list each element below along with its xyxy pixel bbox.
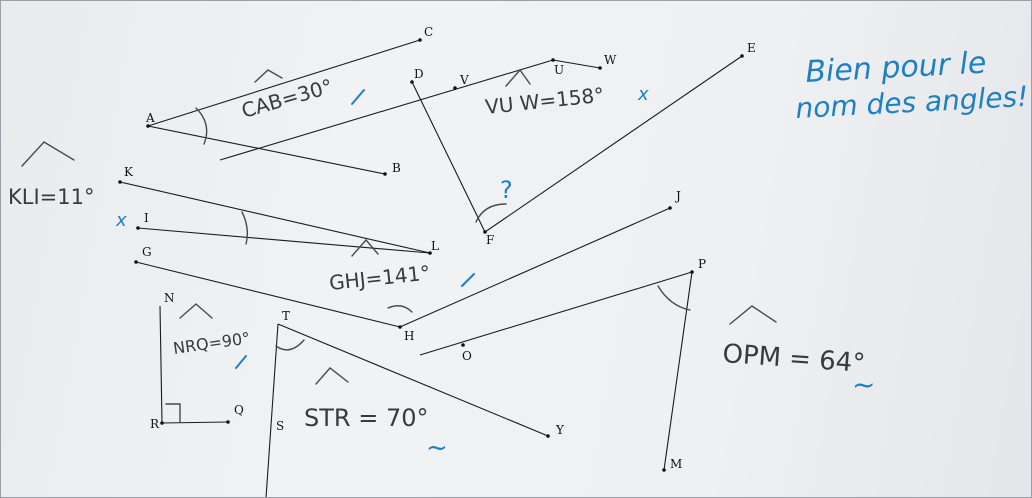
point-label-u: U [554, 63, 564, 77]
point-label-o: O [462, 349, 472, 363]
segment-pm [663, 271, 693, 471]
point-label-s: S [276, 419, 284, 433]
point-label-e: E [747, 41, 756, 55]
point-label-n: N [164, 291, 175, 305]
annotation-ghj: GHJ=141° [328, 261, 431, 295]
segment-gh [135, 261, 401, 328]
point-label-r: R [150, 417, 160, 431]
point-label-v: V [459, 73, 469, 87]
annotation-kli: KLI=11° [8, 185, 94, 209]
segment-ty [277, 323, 549, 437]
point-label-h: H [404, 329, 414, 343]
mark-cross-kli: x [115, 210, 127, 231]
segment-uw [552, 59, 601, 69]
segment-ac [147, 39, 421, 127]
annotation-cab: CAB=30° [239, 74, 336, 123]
segment-kl [119, 181, 431, 254]
point-label-c: C [424, 25, 433, 39]
mark-tilde-str: ~ [426, 433, 448, 463]
point-label-m: M [670, 457, 682, 471]
point-label-j: J [674, 189, 681, 203]
point-label-l: L [431, 239, 439, 253]
point-label-q: Q [234, 403, 244, 417]
segment-vu [219, 59, 554, 161]
segment-hj [399, 207, 671, 328]
point-label-g: G [142, 245, 152, 259]
annotation-opm: OPM = 64° [722, 339, 867, 379]
segment-op [419, 271, 693, 356]
point-label-k: K [124, 165, 134, 179]
point-label-i: I [144, 211, 149, 225]
annotation-str: STR = 70° [304, 404, 428, 432]
annotation-nrq: NRQ=90° [172, 328, 251, 358]
point-label-y: Y [555, 423, 565, 437]
segment-nr [159, 305, 163, 424]
point-label-a: A [145, 111, 155, 125]
point-label-w: W [604, 53, 617, 67]
point-label-p: P [698, 257, 706, 271]
point-label-t: T [282, 309, 290, 323]
segment-ab [147, 125, 386, 175]
segment-df [411, 81, 486, 233]
segment-il [137, 227, 431, 254]
segment-ts [265, 323, 279, 498]
mark-tilde-opm: ~ [852, 368, 875, 401]
mark-cross-vuw: x [637, 84, 649, 105]
point-label-b: B [392, 161, 401, 175]
point-label-f: F [486, 233, 494, 247]
annotation-vuw: VU W=158° [484, 83, 605, 119]
mark-question: ? [500, 176, 513, 204]
teacher-check-marks [235, 89, 475, 369]
point-dots [118, 38, 744, 472]
segment-fe [484, 55, 743, 233]
segment-rq [161, 421, 229, 424]
point-label-d: D [414, 67, 424, 81]
pencil-marks [21, 68, 777, 423]
